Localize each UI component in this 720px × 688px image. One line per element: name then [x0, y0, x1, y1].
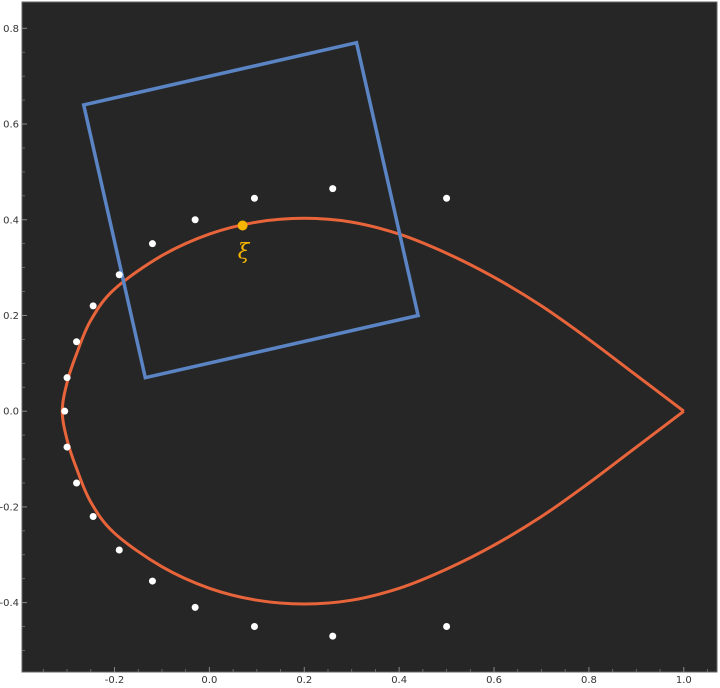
data-point — [443, 623, 451, 631]
data-point — [73, 479, 81, 487]
y-tick-label: 0.8 — [3, 24, 19, 35]
highlight-point — [237, 220, 248, 231]
y-axis: -0.4 -0.2 0.0 0.2 0.4 0.6 0.8 — [0, 24, 27, 651]
data-point — [191, 216, 199, 224]
x-tick-label: 0.8 — [581, 675, 597, 686]
x-tick-label: 0.0 — [201, 675, 217, 686]
data-point — [89, 302, 97, 310]
data-point — [63, 374, 71, 382]
data-point — [89, 512, 97, 520]
x-tick-label: 0.2 — [296, 675, 312, 686]
data-point — [250, 194, 258, 202]
x-tick-label: 1.0 — [676, 675, 692, 686]
y-tick-label: 0.2 — [3, 311, 19, 322]
data-point — [329, 185, 337, 193]
data-point — [115, 546, 123, 554]
y-tick-label: -0.2 — [0, 502, 19, 513]
data-point — [191, 603, 199, 611]
y-tick-label: 0.6 — [3, 120, 19, 131]
data-point — [250, 623, 258, 631]
data-point — [443, 194, 451, 202]
data-point — [148, 577, 156, 585]
data-point — [61, 407, 69, 415]
x-tick-label: -0.2 — [105, 675, 125, 686]
y-tick-label: 0.4 — [3, 215, 19, 226]
data-point — [73, 338, 81, 346]
y-tick-label: 0.0 — [3, 407, 19, 418]
rotated-square — [81, 40, 421, 380]
data-point — [148, 240, 156, 248]
plot-area: ξ — [60, 40, 685, 640]
y-tick-label: -0.4 — [0, 598, 19, 609]
xi-label: ξ — [238, 239, 251, 263]
data-point — [115, 271, 123, 279]
x-tick-label: 0.6 — [486, 675, 502, 686]
data-point — [329, 632, 337, 640]
x-tick-label: 0.4 — [391, 675, 407, 686]
data-point — [63, 443, 71, 451]
x-axis: -0.2 0.0 0.2 0.4 0.6 0.8 1.0 — [42, 667, 708, 686]
